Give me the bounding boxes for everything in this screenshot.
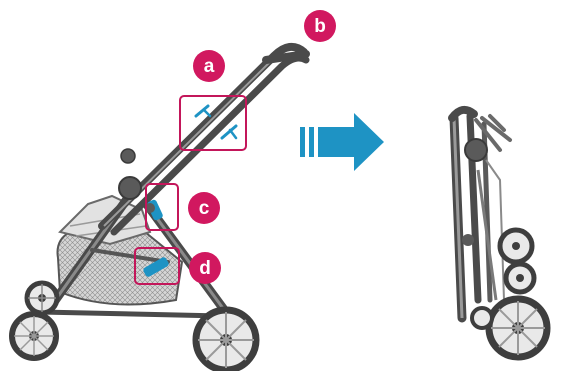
callout-label-a: a [193, 50, 225, 82]
callout-text-b: b [314, 16, 326, 37]
folded-wheel-rear-2 [506, 264, 534, 292]
callout-label-d: d [189, 252, 221, 284]
front-wheel-back [27, 283, 57, 313]
callout-text-a: a [204, 56, 215, 77]
folded-joint [465, 139, 487, 161]
stroller-folded-illustration [452, 110, 547, 357]
callout-label-b: b [304, 10, 336, 42]
callout-text-d: d [199, 258, 211, 279]
stroller-unfolded-illustration [12, 47, 306, 370]
front-wheel-front [12, 314, 56, 358]
callout-label-c: c [188, 192, 220, 224]
folded-wheel-main [489, 299, 547, 357]
fold-arrow-icon [300, 113, 384, 171]
folded-wheel-rear-1 [500, 230, 532, 262]
rear-wheel [196, 310, 256, 370]
callout-text-c: c [199, 198, 210, 219]
frame-joint [119, 177, 141, 199]
